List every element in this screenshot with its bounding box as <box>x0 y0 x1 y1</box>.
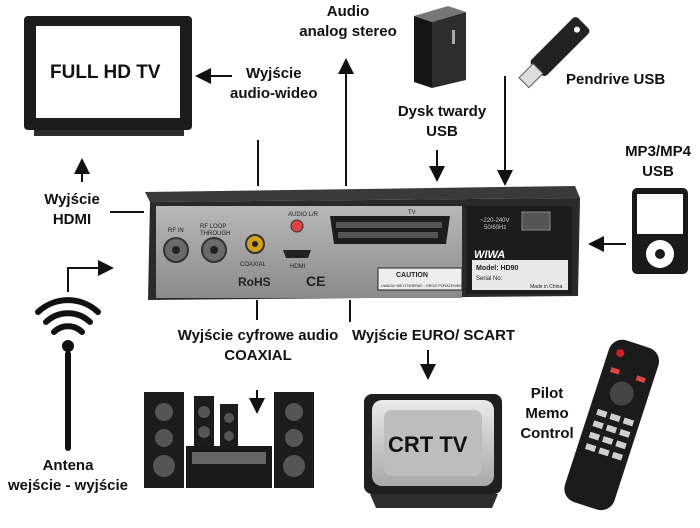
hdmi-output-label: Wyjście HDMI <box>40 190 104 230</box>
coaxial-port-label: COAXIAL <box>240 262 267 268</box>
power-label-1: ~220-240V <box>480 218 510 224</box>
crt-tv-illustration <box>364 394 502 508</box>
coaxial-output-line1: Wyjście cyfrowe audio <box>177 327 339 344</box>
mp3-usb-line2: USB <box>642 163 674 180</box>
caution-label: CAUTION <box>396 272 428 279</box>
serial-label: Serial No: <box>476 276 503 282</box>
remote-control-illustration <box>564 339 660 511</box>
hdd-usb-line1: Dysk twardy <box>397 103 487 120</box>
audio-video-output-label: Wyjście audio-wideo <box>230 64 318 104</box>
hdmi-output-line1: Wyjście <box>44 191 100 208</box>
pendrive-usb-label: Pendrive USB <box>566 71 666 88</box>
remote-line3: Control <box>520 425 574 442</box>
usb-pendrive-illustration <box>518 17 590 89</box>
model-label: Model: HD90 <box>476 265 519 272</box>
coaxial-output-label: Wyjście cyfrowe audio COAXIAL <box>160 326 356 366</box>
audio-video-output-line2: audio-wideo <box>230 85 318 102</box>
hard-drive-illustration <box>414 6 466 88</box>
antenna-icon <box>35 297 101 451</box>
full-hd-tv-title: FULL HD TV <box>50 62 161 83</box>
full-hd-tv-illustration <box>24 16 192 136</box>
warning-label: UWAGA! NIE OTWIERAĆ - GROZI PORAŻENIEM <box>381 283 462 288</box>
crt-tv-title: CRT TV <box>388 432 468 457</box>
hdmi-port-label: HDMI <box>290 264 306 270</box>
antenna-label: Antena wejście - wyjście <box>6 456 130 496</box>
made-in-label: Made in China <box>530 284 562 290</box>
connection-arrows <box>67 58 626 414</box>
power-label-2: 50/60Hz <box>484 225 506 231</box>
rf-loop-label-2: THROUGH <box>200 231 230 237</box>
tv-port-label: TV <box>408 210 416 216</box>
mp3-usb-line1: MP3/MP4 <box>625 143 691 160</box>
rf-loop-label-1: RF LOOP <box>200 224 226 230</box>
audio-analog-label: Audio analog stereo <box>290 2 406 42</box>
rf-in-label: RF IN <box>168 228 184 234</box>
hdd-usb-line2: USB <box>426 123 458 140</box>
scart-output-label: Wyjście EURO/ SCART <box>352 327 516 344</box>
mp3-player-illustration <box>632 188 688 274</box>
ce-mark: CE <box>306 273 325 289</box>
hdd-usb-label: Dysk twardy USB <box>390 102 494 142</box>
set-top-box-illustration <box>145 186 580 300</box>
audio-video-output-line1: Wyjście <box>245 65 302 82</box>
hdmi-output-line2: HDMI <box>52 211 92 228</box>
rohs-mark: RoHS <box>238 275 271 289</box>
antenna-line2: wejście - wyjście <box>7 477 129 494</box>
brand-logo: WIWA <box>474 249 505 261</box>
remote-label: Pilot Memo Control <box>514 384 580 444</box>
speaker-system-illustration <box>144 392 314 488</box>
audio-analog-line1: Audio <box>326 3 370 20</box>
antenna-line1: Antena <box>42 457 94 474</box>
coaxial-output-line2: COAXIAL <box>224 347 292 364</box>
mp3-usb-label: MP3/MP4 USB <box>620 142 696 182</box>
remote-line1: Pilot <box>530 385 564 402</box>
audio-analog-line2: analog stereo <box>299 23 397 40</box>
remote-line2: Memo <box>525 405 569 422</box>
audio-lr-label: AUDIO L/R <box>288 212 319 218</box>
